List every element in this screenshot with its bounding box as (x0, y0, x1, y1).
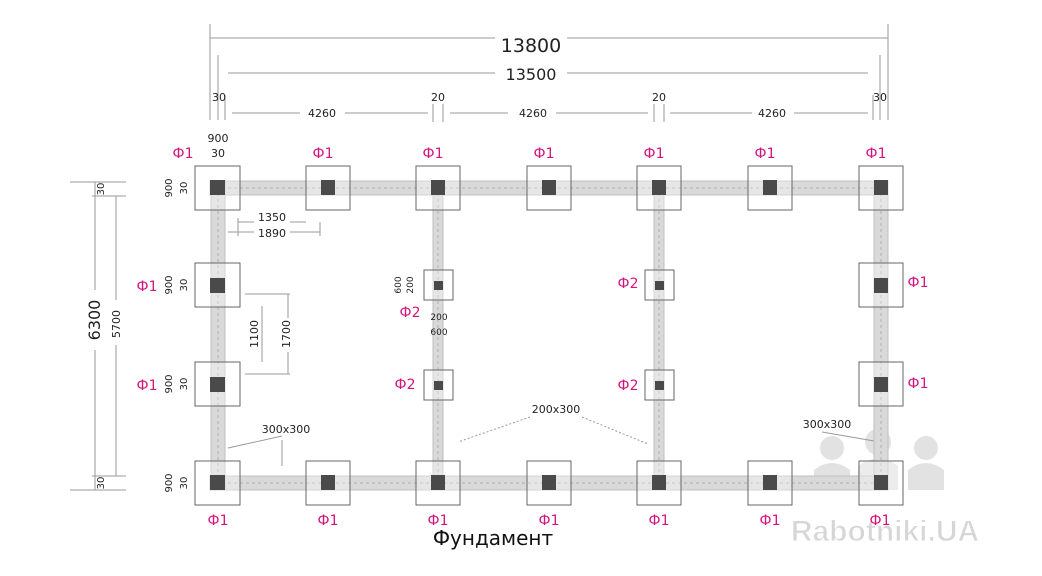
column-small (655, 381, 664, 390)
dim-1100: 1100 (248, 320, 261, 348)
footing-label: Ф1 (313, 146, 334, 162)
columns (210, 180, 888, 490)
footing-label: Ф1 (173, 146, 194, 162)
column (763, 475, 777, 490)
dim-1350: 1350 (258, 211, 286, 224)
dim-small-col: 200 (406, 276, 416, 293)
beam-left (210, 180, 226, 491)
dimension-labels: 13800 13500 30 4260 20 4260 20 4260 30 9… (85, 35, 887, 493)
footing-label: Ф1 (318, 513, 339, 529)
dim-inner-width: 13500 (506, 65, 557, 84)
column (431, 180, 445, 195)
footing-label: Ф1 (208, 513, 229, 529)
dim-offset: 30 (179, 378, 190, 391)
footing-label: Ф1 (649, 513, 670, 529)
column (321, 475, 335, 490)
dim-1700: 1700 (280, 320, 293, 348)
dim-pad-height: 900 (164, 178, 175, 197)
pad-top-1 (194, 165, 241, 211)
column (763, 180, 777, 195)
dim-small-pad: 600 (430, 328, 447, 338)
beam-mid-5 (653, 180, 665, 491)
column-small (434, 281, 443, 290)
footing-label: Ф1 (423, 146, 444, 162)
column (874, 475, 888, 490)
footing-label: Ф2 (618, 378, 639, 394)
column (210, 475, 225, 490)
footing-label: Ф1 (428, 513, 449, 529)
column-small (434, 381, 443, 390)
footing-pads (194, 165, 904, 506)
dim-segment: 30 (873, 91, 887, 104)
footing-label: Ф2 (618, 276, 639, 292)
footing-label: Ф1 (137, 378, 158, 394)
dim-pad-height: 900 (164, 374, 175, 393)
dim-offset: 30 (96, 183, 107, 196)
column (652, 475, 666, 490)
column (321, 180, 335, 195)
dim-offset: 30 (96, 477, 107, 490)
footing-label: Ф1 (539, 513, 560, 529)
dim-overall-height: 6300 (85, 300, 104, 341)
dim-offset: 30 (179, 279, 190, 292)
footing-labels: Ф1 Ф1 Ф1 Ф1 Ф1 Ф1 Ф1 Ф1 Ф1 Ф1 Ф1 Ф1 Ф1 Ф… (137, 146, 929, 529)
column (431, 475, 445, 490)
dim-segment: 4260 (519, 107, 547, 120)
column (542, 180, 556, 195)
dim-segment: 4260 (308, 107, 336, 120)
beam-right (873, 180, 889, 491)
dim-inner-height: 5700 (110, 310, 123, 338)
dim-small-col: 200 (430, 313, 447, 323)
pad-mid3-1 (423, 269, 454, 301)
footing-label: Ф1 (644, 146, 665, 162)
column (874, 377, 888, 392)
dim-pad-height: 900 (164, 473, 175, 492)
dim-segment: 30 (212, 91, 226, 104)
footing-label: Ф1 (137, 279, 158, 295)
dim-pad-width: 900 (208, 132, 229, 145)
dim-offset: 30 (179, 477, 190, 490)
dim-offset: 30 (179, 182, 190, 195)
footing-label: Ф1 (908, 275, 929, 291)
beam-centerlines (210, 181, 888, 490)
beam-label-200: 200x300 (532, 403, 581, 416)
drawing-title: Фундамент (433, 526, 554, 550)
column (652, 180, 666, 195)
dim-segment: 20 (652, 91, 666, 104)
column (542, 475, 556, 490)
beam-label-300: 300x300 (262, 423, 311, 436)
column-small (655, 281, 664, 290)
dimension-lines (70, 24, 889, 491)
footing-label: Ф1 (534, 146, 555, 162)
footing-label: Ф2 (400, 305, 421, 321)
dim-segment: 4260 (758, 107, 786, 120)
footing-label: Ф1 (908, 376, 929, 392)
dim-small-pad: 600 (394, 276, 404, 293)
column (210, 180, 225, 195)
footing-label: Ф1 (755, 146, 776, 162)
beam-label-300: 300x300 (803, 418, 852, 431)
dim-pad-height: 900 (164, 275, 175, 294)
footing-label: Ф2 (395, 377, 416, 393)
dim-offset: 30 (211, 147, 225, 160)
dim-overall-width: 13800 (501, 35, 561, 57)
dim-segment: 20 (431, 91, 445, 104)
strip-beams (209, 180, 889, 491)
column (210, 377, 225, 392)
dim-1890: 1890 (258, 227, 286, 240)
footing-label: Ф1 (760, 513, 781, 529)
column (874, 278, 888, 293)
watermark-text: Rabotniki.UA (791, 515, 979, 548)
column (210, 278, 225, 293)
column (874, 180, 888, 195)
footing-label: Ф1 (866, 146, 887, 162)
footing-label: Ф1 (870, 513, 891, 529)
